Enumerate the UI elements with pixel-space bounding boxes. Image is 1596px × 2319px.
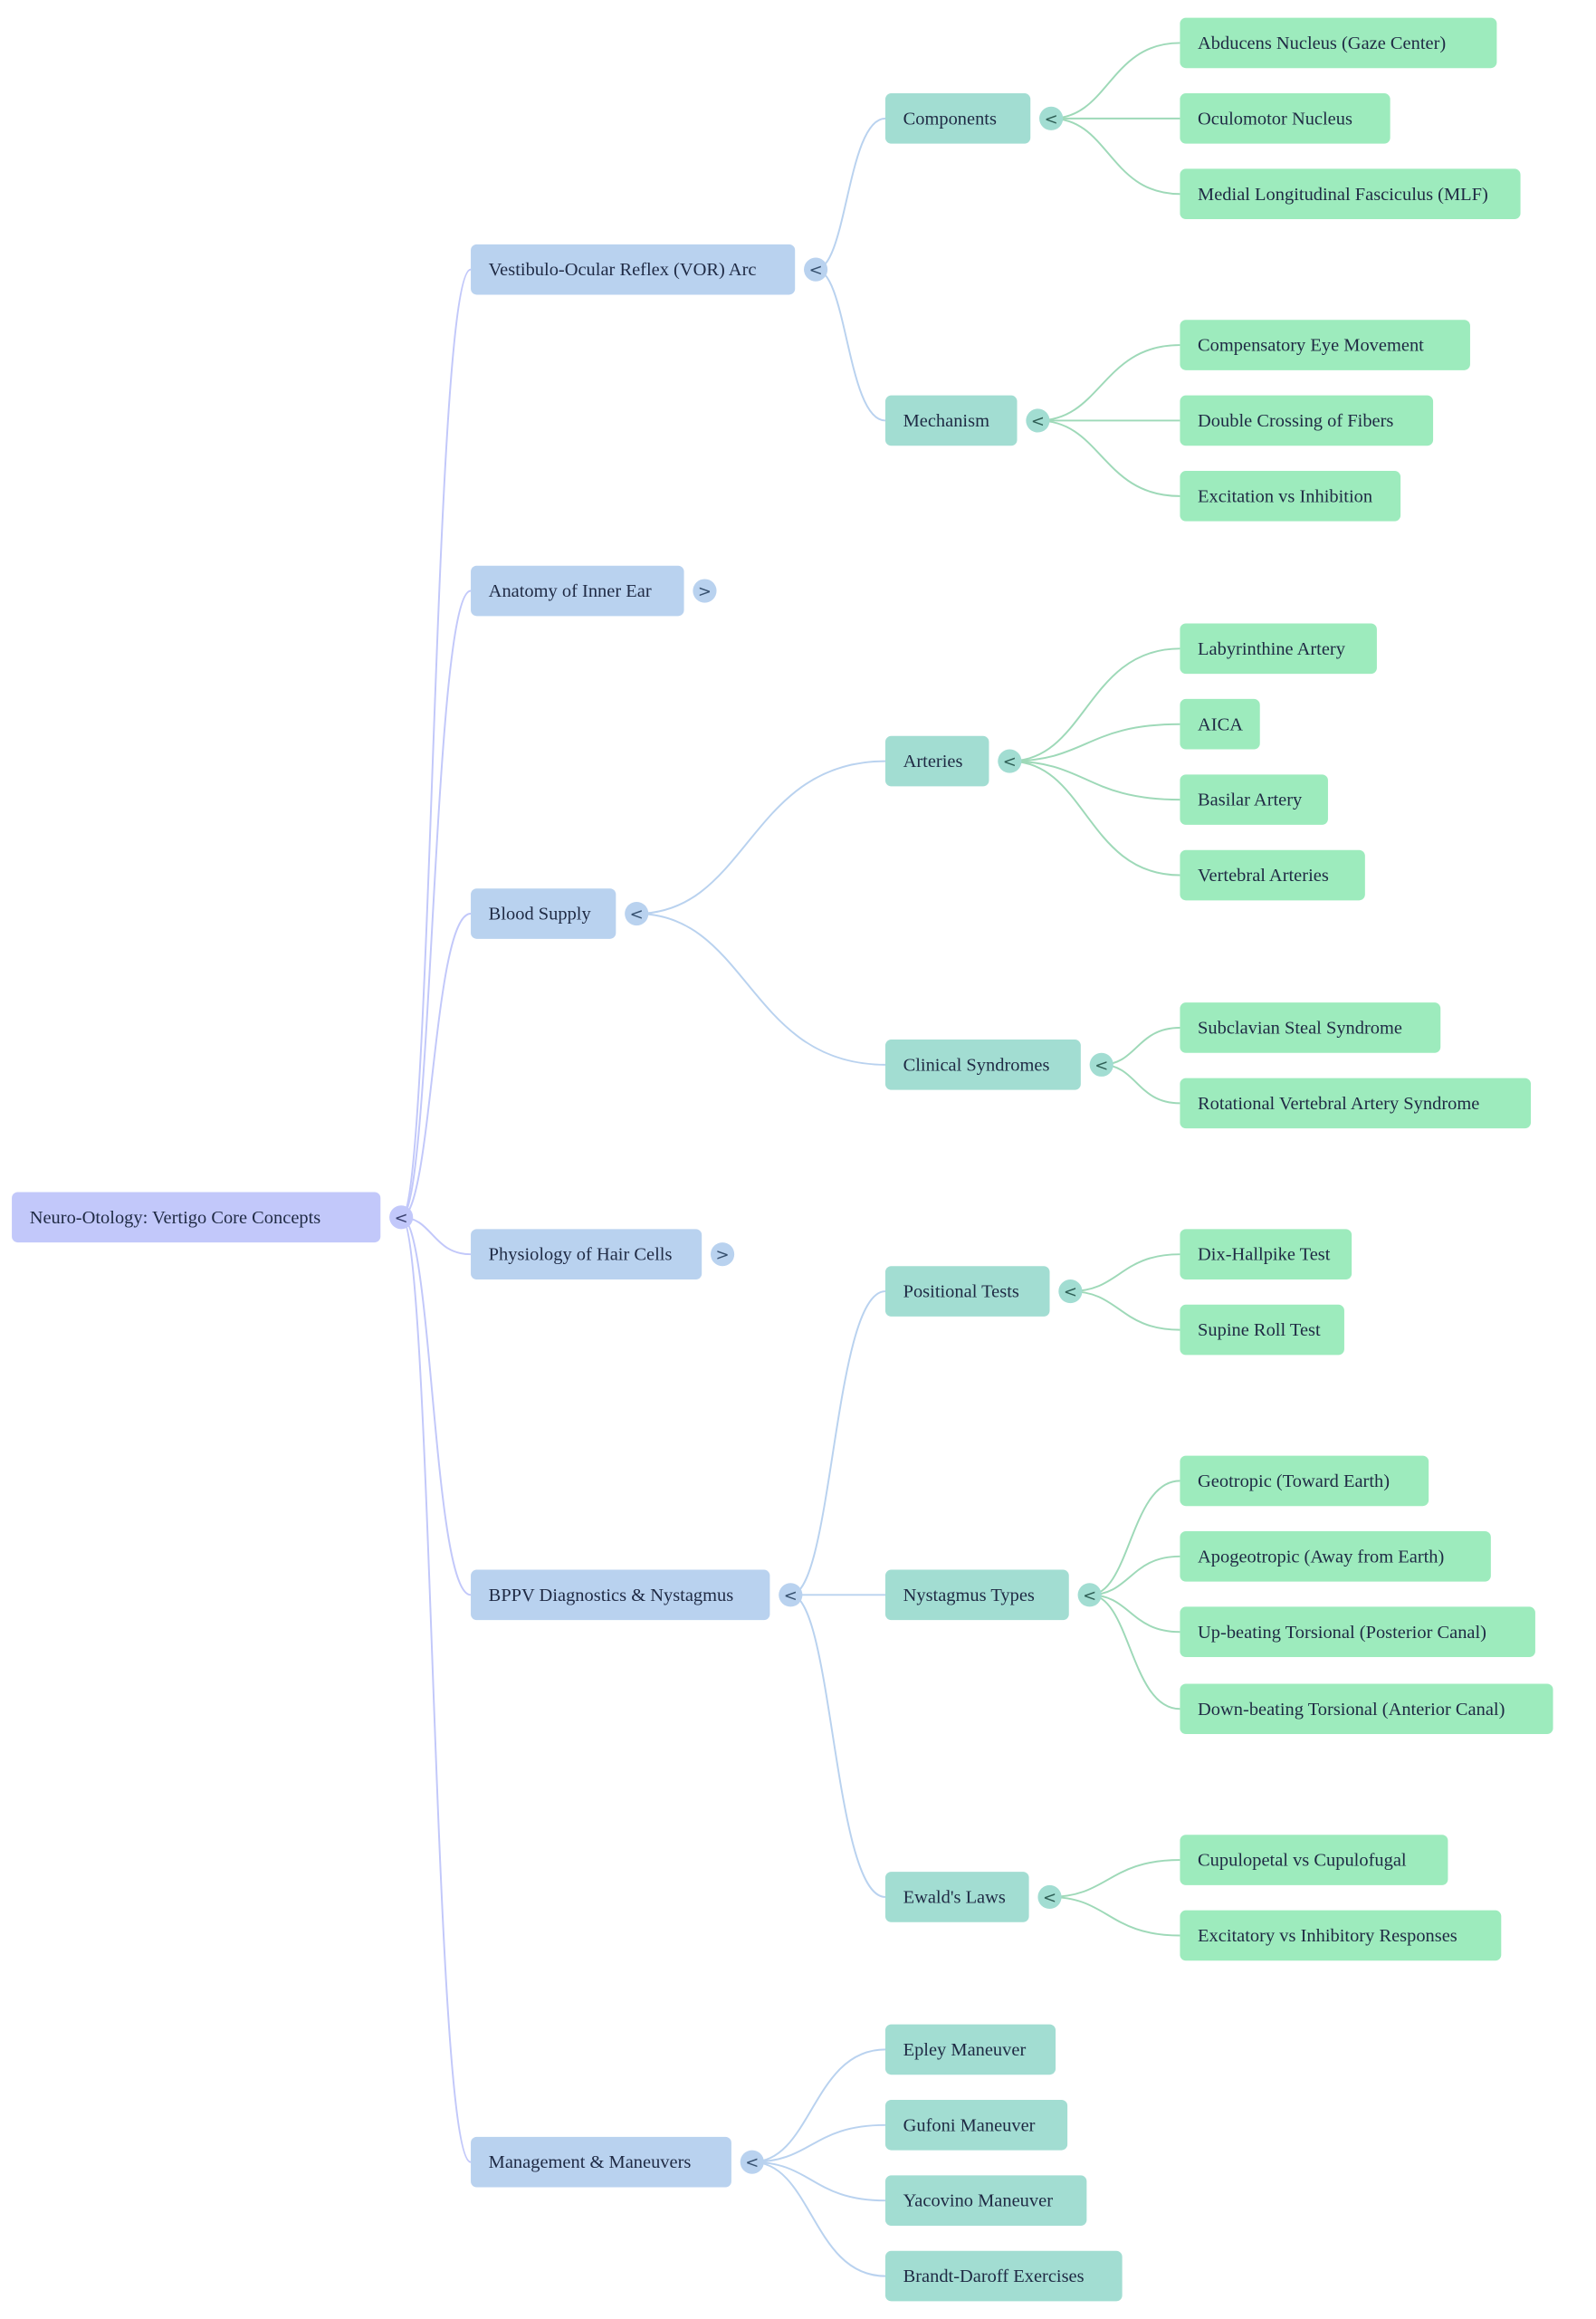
connector-line xyxy=(1009,760,1180,801)
collapse-chevron-icon[interactable]: < xyxy=(804,257,828,282)
connector-line xyxy=(790,1290,886,1596)
leaf-node[interactable]: Apogeotropic (Away from Earth) xyxy=(1180,1531,1491,1582)
leaf-node[interactable]: Vertebral Arteries xyxy=(1180,849,1365,901)
connector-line xyxy=(751,2048,885,2163)
connector-line xyxy=(400,1216,472,2163)
connector-line xyxy=(1049,1859,1180,1898)
connector-line xyxy=(1070,1253,1180,1293)
leaf-node[interactable]: Medial Longitudinal Fasciculus (MLF) xyxy=(1180,168,1521,220)
connector-line xyxy=(751,2161,885,2277)
connector-line xyxy=(400,1216,472,1596)
leaf-node[interactable]: Up-beating Torsional (Posterior Canal) xyxy=(1180,1606,1535,1658)
leaf-node[interactable]: Brandt-Daroff Exercises xyxy=(884,2250,1123,2302)
leaf-node[interactable]: Down-beating Torsional (Anterior Canal) xyxy=(1180,1683,1553,1735)
branch-node-anatomy[interactable]: Anatomy of Inner Ear xyxy=(471,565,684,617)
collapse-chevron-icon[interactable]: < xyxy=(389,1205,414,1230)
collapse-chevron-icon[interactable]: < xyxy=(779,1583,803,1607)
branch-node-blood-supply[interactable]: Blood Supply xyxy=(471,888,616,939)
branch-node-management[interactable]: Management & Maneuvers xyxy=(471,2136,731,2188)
leaf-node[interactable]: Abducens Nucleus (Gaze Center) xyxy=(1180,17,1497,69)
collapse-chevron-icon[interactable]: < xyxy=(1089,1052,1113,1077)
leaf-node[interactable]: Subclavian Steal Syndrome xyxy=(1180,1002,1441,1053)
branch-node-physiology[interactable]: Physiology of Hair Cells xyxy=(471,1229,702,1279)
connector-line xyxy=(1101,1026,1180,1066)
connector-line xyxy=(1037,344,1180,422)
leaf-node[interactable]: Double Crossing of Fibers xyxy=(1180,395,1434,446)
connector-line xyxy=(815,268,886,422)
connector-line xyxy=(1051,42,1180,120)
leaf-node[interactable]: Supine Roll Test xyxy=(1180,1304,1344,1356)
leaf-node[interactable]: Oculomotor Nucleus xyxy=(1180,93,1391,144)
collapse-chevron-icon[interactable]: < xyxy=(1037,1884,1062,1910)
leaf-node[interactable]: Cupulopetal vs Cupulofugal xyxy=(1180,1835,1448,1885)
connector-line xyxy=(1089,1480,1180,1596)
subbranch-node-mechanism[interactable]: Mechanism xyxy=(884,395,1018,446)
leaf-node[interactable]: Dix-Hallpike Test xyxy=(1180,1229,1352,1279)
connector-line xyxy=(1089,1594,1180,1711)
leaf-node[interactable]: Yacovino Maneuver xyxy=(884,2175,1087,2227)
collapse-chevron-icon[interactable]: < xyxy=(1077,1583,1102,1607)
leaf-node[interactable]: Basilar Artery xyxy=(1180,774,1328,825)
subbranch-node-arteries[interactable]: Arteries xyxy=(884,735,989,787)
leaf-node[interactable]: Labyrinthine Artery xyxy=(1180,623,1377,675)
connector-line xyxy=(1009,723,1180,762)
subbranch-node-nystagmus-types[interactable]: Nystagmus Types xyxy=(884,1569,1069,1621)
leaf-node[interactable]: Compensatory Eye Movement xyxy=(1180,320,1470,370)
leaf-node[interactable]: Geotropic (Toward Earth) xyxy=(1180,1455,1429,1507)
connector-line xyxy=(1009,647,1180,762)
subbranch-node-clinical-syndromes[interactable]: Clinical Syndromes xyxy=(884,1040,1081,1090)
connector-line xyxy=(1009,760,1180,877)
subbranch-node-positional-tests[interactable]: Positional Tests xyxy=(884,1266,1050,1317)
expand-chevron-icon[interactable]: > xyxy=(710,1242,735,1267)
collapse-chevron-icon[interactable]: < xyxy=(1058,1279,1083,1304)
connector-line xyxy=(1070,1290,1180,1331)
collapse-chevron-icon[interactable]: < xyxy=(625,901,649,926)
leaf-node[interactable]: Rotational Vertebral Artery Syndrome xyxy=(1180,1078,1532,1129)
connector-line xyxy=(1049,1895,1180,1937)
connector-line xyxy=(400,589,472,1219)
leaf-node[interactable]: Gufoni Maneuver xyxy=(884,2099,1068,2151)
connector-line xyxy=(636,913,885,1066)
subbranch-node-components[interactable]: Components xyxy=(884,93,1031,144)
connector-line xyxy=(400,268,472,1219)
collapse-chevron-icon[interactable]: < xyxy=(740,2150,764,2174)
leaf-node[interactable]: Epley Maneuver xyxy=(884,2024,1056,2075)
leaf-node[interactable]: Excitatory vs Inhibitory Responses xyxy=(1180,1910,1502,1961)
connector-line xyxy=(751,2161,885,2202)
expand-chevron-icon[interactable]: > xyxy=(693,579,717,603)
connector-line xyxy=(790,1594,886,1898)
connector-line xyxy=(1089,1555,1180,1596)
branch-node-vor-arc[interactable]: Vestibulo-Ocular Reflex (VOR) Arc xyxy=(471,244,796,295)
root-node[interactable]: Neuro-Otology: Vertigo Core Concepts xyxy=(12,1192,381,1243)
connector-line xyxy=(1051,117,1180,196)
collapse-chevron-icon[interactable]: < xyxy=(998,749,1022,773)
leaf-node[interactable]: AICA xyxy=(1180,698,1260,750)
connector-line xyxy=(815,117,886,271)
branch-node-bppv[interactable]: BPPV Diagnostics & Nystagmus xyxy=(471,1569,770,1621)
connector-line xyxy=(1089,1594,1180,1634)
subbranch-node-ewalds-laws[interactable]: Ewald's Laws xyxy=(884,1872,1029,1922)
connector-line xyxy=(751,2123,885,2163)
collapse-chevron-icon[interactable]: < xyxy=(1026,408,1050,433)
connector-line xyxy=(636,760,885,915)
leaf-node[interactable]: Excitation vs Inhibition xyxy=(1180,471,1401,522)
collapse-chevron-icon[interactable]: < xyxy=(1039,106,1064,130)
connector-line xyxy=(1037,419,1180,497)
connector-line xyxy=(400,913,472,1219)
connector-line xyxy=(1101,1063,1180,1105)
